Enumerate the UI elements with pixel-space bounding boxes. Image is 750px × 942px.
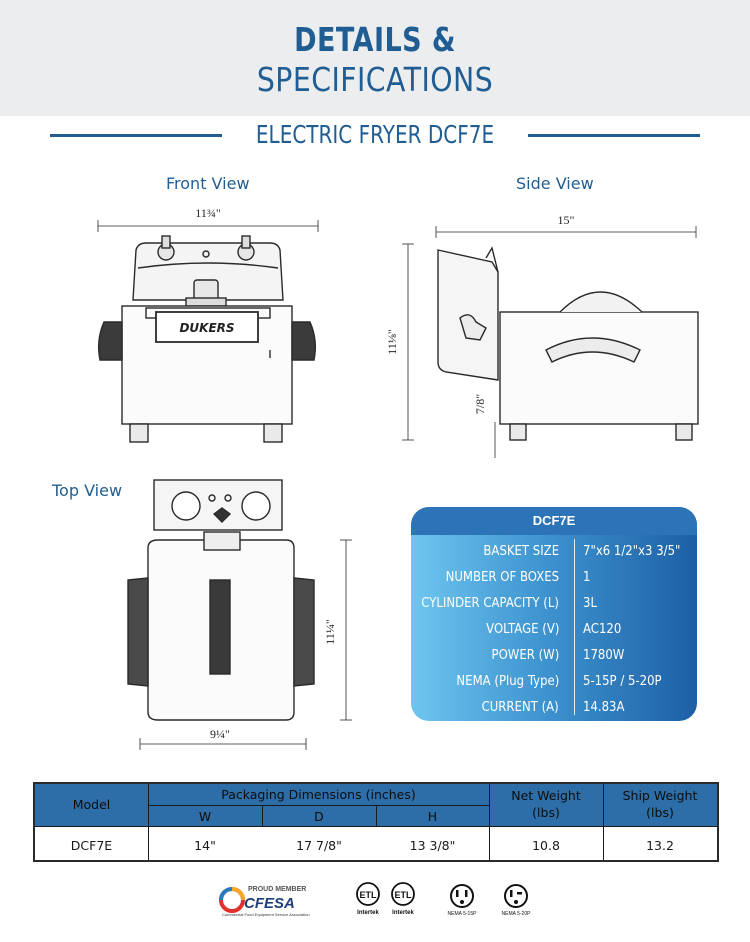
- spec-row: NEMA (Plug Type) 5-15P / 5-20P: [411, 669, 697, 695]
- svg-text:Intertek: Intertek: [392, 910, 414, 916]
- cell-model: DCF7E: [70, 838, 113, 853]
- spec-label: NEMA (Plug Type): [456, 674, 559, 689]
- product-subtitle: ELECTRIC FRYER DCF7E: [255, 120, 495, 149]
- header-packaging: Packaging Dimensions (inches): [221, 787, 416, 802]
- side-depth-dim: 15": [558, 213, 575, 227]
- header-h: H: [427, 809, 438, 824]
- etl-logo-2: ETL Intertek: [391, 882, 415, 916]
- table-divider: [262, 805, 263, 826]
- spec-label: VOLTAGE (V): [485, 622, 559, 637]
- front-view-drawing: [97, 220, 319, 443]
- page-title-line2: SPECIFICATIONS: [256, 60, 494, 99]
- svg-text:Intertek: Intertek: [357, 910, 379, 916]
- cfesa-logo: PROUD MEMBER CFESA Commercial Food Equip…: [219, 886, 310, 917]
- side-leg-dim: 7/8": [473, 394, 487, 414]
- top-depth-dim: 11¼": [323, 619, 337, 645]
- table-divider: [35, 826, 717, 827]
- table-divider: [489, 784, 490, 860]
- spec-value: 3L: [583, 596, 597, 611]
- nema-515p-icon: NEMA 5-15P: [448, 884, 478, 917]
- front-view-label: Front View: [166, 174, 250, 193]
- spec-value: 5-15P / 5-20P: [583, 674, 662, 689]
- svg-text:ETL: ETL: [360, 890, 378, 900]
- subtitle-rule-left: [50, 134, 222, 137]
- spec-value: 1780W: [583, 648, 625, 663]
- brand-logo: DUKERS: [179, 321, 234, 335]
- spec-card-title: DCF7E: [411, 507, 697, 535]
- header-band: [0, 0, 750, 116]
- header-model: Model: [72, 797, 111, 812]
- spec-divider: [574, 539, 575, 715]
- spec-row: POWER (W) 1780W: [411, 643, 697, 669]
- table-divider: [603, 784, 604, 860]
- spec-row: NUMBER OF BOXES 1: [411, 565, 697, 591]
- spec-row: BASKET SIZE 7"x6 1/2"x3 3/5": [411, 539, 697, 565]
- spec-value: 14.83A: [583, 700, 625, 715]
- spec-value: 7"x6 1/2"x3 3/5": [583, 544, 681, 559]
- spec-label: POWER (W): [491, 648, 559, 663]
- technical-drawings: DUKERS 11¾" 15" 11⅛" 7/8" 11¼" 9¼": [97, 206, 699, 750]
- side-view-label: Side View: [516, 174, 594, 193]
- etl-logo-1: ETL Intertek: [356, 882, 380, 916]
- spec-value: AC120: [583, 622, 622, 637]
- page-title-line1: DETAILS &: [294, 20, 456, 59]
- table-divider: [148, 784, 149, 860]
- svg-text:NEMA 5-15P: NEMA 5-15P: [448, 911, 478, 917]
- svg-text:ETL: ETL: [395, 890, 413, 900]
- spec-value: 1: [583, 570, 591, 585]
- cell-d: 17 7/8": [296, 838, 342, 853]
- top-view-drawing: [127, 479, 352, 750]
- certification-logos: PROUD MEMBER CFESA Commercial Food Equip…: [219, 882, 532, 917]
- header-ship-weight: Ship Weight: [622, 788, 698, 803]
- spec-label: BASKET SIZE: [483, 544, 559, 559]
- header-w: W: [198, 809, 212, 824]
- top-view-label: Top View: [52, 481, 123, 500]
- header-ship-unit: (lbs): [646, 805, 674, 820]
- nema-520p-icon: NEMA 5-20P: [502, 884, 532, 917]
- packaging-table: Model Packaging Dimensions (inches) W D …: [33, 782, 719, 862]
- table-divider: [376, 805, 377, 826]
- table-divider: [148, 805, 489, 806]
- spec-row: CURRENT (A) 14.83A: [411, 695, 697, 721]
- cell-ship-weight: 13.2: [646, 838, 674, 853]
- svg-text:PROUD MEMBER: PROUD MEMBER: [248, 886, 306, 893]
- cell-w: 14": [194, 838, 216, 853]
- svg-text:Commercial Food Equipment Serv: Commercial Food Equipment Service Associ…: [222, 912, 310, 917]
- side-view-drawing: [402, 226, 699, 458]
- subtitle-rule-right: [528, 134, 700, 137]
- spec-label: NUMBER OF BOXES: [445, 570, 559, 585]
- top-width-dim: 9¼": [210, 727, 230, 741]
- spec-label: CURRENT (A): [481, 700, 559, 715]
- svg-text:NEMA 5-20P: NEMA 5-20P: [502, 911, 532, 917]
- front-width-dim: 11¾": [195, 206, 221, 220]
- header-net-weight: Net Weight: [511, 788, 581, 803]
- header-d: D: [314, 809, 324, 824]
- spec-row: VOLTAGE (V) AC120: [411, 617, 697, 643]
- header-net-unit: (lbs): [532, 805, 560, 820]
- spec-row: CYLINDER CAPACITY (L) 3L: [411, 591, 697, 617]
- side-height-dim: 11⅛": [385, 329, 399, 355]
- svg-text:CFESA: CFESA: [244, 895, 295, 912]
- spec-card: DCF7E BASKET SIZE 7"x6 1/2"x3 3/5" NUMBE…: [411, 507, 697, 721]
- cell-net-weight: 10.8: [532, 838, 560, 853]
- spec-label: CYLINDER CAPACITY (L): [421, 596, 559, 611]
- cell-h: 13 3/8": [409, 838, 456, 853]
